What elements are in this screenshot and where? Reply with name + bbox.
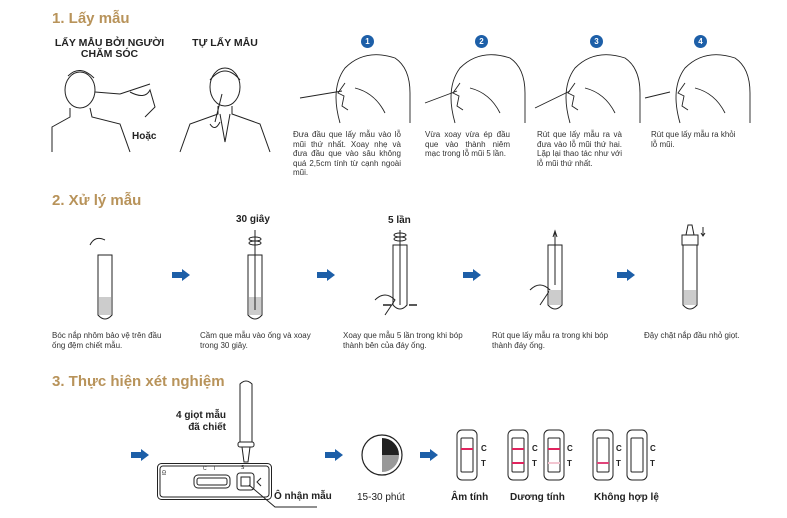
process-step-4-text: Rút que lấy mẫu ra trong khi bóp thành đ… (492, 331, 609, 350)
process-step-5-text: Đậy chặt nắp đầu nhỏ giọt. (644, 331, 740, 340)
step-2-badge: 2 (475, 35, 488, 48)
device-id-label: ID (162, 470, 168, 475)
arrow-icon (463, 269, 481, 281)
arrow-icon (172, 269, 190, 281)
cassette-t-label: T (532, 459, 537, 468)
result-positive-label: Dương tính (510, 492, 565, 503)
sample-well-label: Ô nhận mẫu (274, 491, 332, 502)
step-1-text: Đưa đầu que lấy mẫu vào lỗ mũi thứ nhất.… (293, 130, 401, 177)
caregiver-label: LẤY MẪU BỞI NGƯỜI CHĂM SÓC (54, 37, 165, 60)
cassette-c-label: C (650, 444, 656, 453)
arrow-icon (317, 269, 335, 281)
arrow-icon (131, 449, 149, 461)
self-label: TỰ LẤY MẪU (192, 37, 258, 49)
cassette-t-label: T (567, 459, 572, 468)
section-2-title: 2. Xử lý mẫu (52, 192, 142, 209)
cassette-c-label: C (616, 444, 622, 453)
drops-label-line-1: 4 giọt mẫu (175, 410, 226, 421)
process-step-3-text: Xoay que mẫu 5 lần trong khi bóp thành b… (343, 331, 463, 350)
step-1-badge: 1 (361, 35, 374, 48)
dropper-illustration (237, 380, 255, 463)
cassette-t-label: T (650, 459, 655, 468)
process-step-1-text: Bóc nắp nhôm bảo vệ trên đầu ống đệm chi… (52, 331, 162, 350)
cassette-c-label: C (532, 444, 538, 453)
step-3-text: Rút que lấy mẫu ra và đưa vào lỗ mũi thứ… (537, 130, 622, 168)
timer-icon (361, 434, 403, 476)
arrow-icon (325, 449, 343, 461)
result-invalid-label: Không hợp lệ (594, 492, 659, 503)
arrow-icon (420, 449, 438, 461)
label-5-times: 5 lần (388, 215, 411, 226)
drops-label-line-2: đã chiết (188, 422, 226, 433)
section-1-title: 1. Lấy mẫu (52, 10, 130, 27)
cassette-t-label: T (616, 459, 621, 468)
device-s-label: S (241, 465, 245, 471)
result-negative-label: Âm tính (451, 492, 489, 503)
step-3-badge: 3 (590, 35, 603, 48)
self-sampling-illustration (179, 67, 271, 153)
cassette-c-label: C (481, 444, 487, 453)
step-4-text: Rút que lấy mẫu ra khỏi lỗ mũi. (651, 130, 736, 149)
step-2-text: Vừa xoay vừa ép đầu que vào thành niêm m… (425, 130, 510, 158)
arrow-icon (617, 269, 635, 281)
section-3-title: 3. Thực hiện xét nghiệm (52, 373, 225, 390)
device-t-label: T (213, 466, 217, 472)
label-30-seconds: 30 giây (236, 214, 270, 225)
nasal-step-illustrations (299, 54, 751, 124)
cassette-t-label: T (481, 459, 486, 468)
or-label: Hoặc (132, 131, 157, 142)
result-cassettes (456, 429, 648, 481)
device-c-label: C (203, 466, 207, 472)
processing-illustrations (89, 224, 706, 320)
process-step-2-text: Cầm que mẫu vào ống và xoay trong 30 giâ… (200, 331, 311, 350)
step-4-badge: 4 (694, 35, 707, 48)
cassette-c-label: C (567, 444, 573, 453)
test-device (157, 463, 317, 508)
time-label: 15-30 phút (357, 492, 405, 503)
caregiver-illustration (51, 70, 156, 153)
